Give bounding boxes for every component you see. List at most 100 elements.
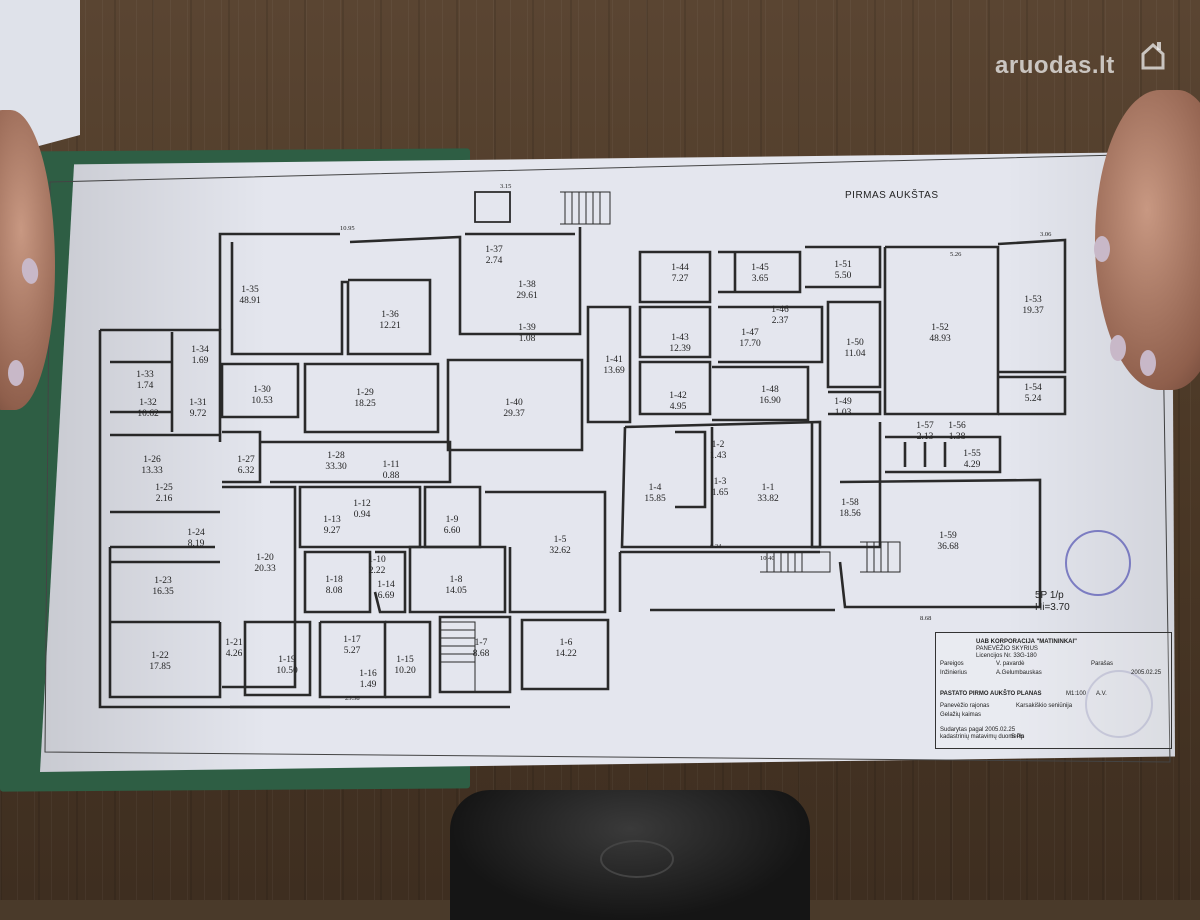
- svg-text:3.15: 3.15: [500, 183, 511, 190]
- room-area-label: 33.30: [325, 462, 347, 472]
- room-area-label: 1.49: [360, 680, 377, 690]
- room-id-label: 1-17: [343, 635, 361, 645]
- date-value: 2005.02.25: [1131, 670, 1162, 676]
- room-id-label: 1-36: [381, 310, 399, 320]
- room-area-label: 29.37: [503, 409, 525, 419]
- room-id-label: 1-54: [1024, 383, 1042, 393]
- room-id-label: 1-52: [931, 323, 949, 333]
- col-name: V. pavardė: [996, 661, 1025, 667]
- room-area-label: 36.68: [937, 542, 959, 552]
- room-id-label: 1-50: [846, 338, 864, 348]
- left-fingernail: [8, 360, 24, 386]
- room-area-label: 12.21: [379, 321, 401, 331]
- room-area-label: 14.05: [445, 586, 467, 596]
- room-area-label: 15.85: [644, 494, 666, 504]
- room-id-label: 1-19: [278, 655, 296, 665]
- company-license: Licencijos Nr. 33G-180: [976, 653, 1037, 659]
- svg-text:25.38: 25.38: [345, 695, 360, 702]
- room-area-label: 2.37: [772, 316, 789, 326]
- village: Gelažių kaimas: [940, 712, 982, 718]
- room-id-label: 1-20: [256, 553, 274, 563]
- scale-note: 5P 1/p Hi=3.70: [1035, 590, 1070, 614]
- room-id-label: 1-44: [671, 263, 689, 273]
- room-id-label: 1-30: [253, 385, 271, 395]
- room-area-label: 9.27: [324, 526, 341, 536]
- plan-title-block: PASTATO PIRMO AUKŠTO PLANAS: [940, 691, 1042, 697]
- room-area-label: 1.43: [710, 451, 727, 461]
- room-area-label: 2.16: [156, 494, 173, 504]
- compiled: Sudarytas pagal 2005.02.25: [940, 727, 1016, 733]
- room-id-label: 1-18: [325, 575, 343, 585]
- floor-plan-drawing: 1-3548.911-3612.211-372.741-3829.611-391…: [44, 153, 1171, 763]
- room-id-label: 1-25: [155, 483, 173, 493]
- room-id-label: 1-2: [712, 440, 725, 450]
- room-id-label: 1-11: [382, 460, 399, 470]
- room-id-label: 1-48: [761, 385, 779, 395]
- room-area-label: 8.68: [473, 649, 490, 659]
- room-id-label: 1-56: [948, 421, 966, 431]
- room-area-label: 5.50: [835, 271, 852, 281]
- room-id-label: 1-53: [1024, 295, 1042, 305]
- title-block: UAB KORPORACIJA "MATININKAI" PANEVĖŽIO S…: [935, 632, 1172, 749]
- room-area-label: 2.74: [486, 256, 503, 266]
- room-id-label: 1-34: [191, 345, 209, 355]
- room-id-label: 1-47: [741, 328, 759, 338]
- room-area-label: 10.50: [276, 666, 298, 676]
- room-area-label: 18.56: [839, 509, 861, 519]
- svg-text:10.95: 10.95: [340, 225, 355, 232]
- svg-text:5.26: 5.26: [950, 251, 962, 258]
- room-area-label: 48.93: [929, 334, 951, 344]
- room-area-label: 13.69: [603, 366, 625, 376]
- company-branch: PANEVĖŽIO SKYRIUS: [976, 646, 1038, 652]
- room-id-label: 1-31: [189, 398, 207, 408]
- room-area-label: 48.91: [239, 296, 261, 306]
- room-id-label: 1-28: [327, 451, 345, 461]
- paper-shading: [40, 152, 1175, 772]
- col-role: Pareigos: [940, 661, 964, 667]
- room-area-label: 29.61: [516, 291, 538, 301]
- room-id-label: 1-27: [237, 455, 255, 465]
- room-id-label: 1-13: [323, 515, 341, 525]
- room-area-label: 1.03: [835, 408, 852, 418]
- page-marker: S Pp: [1011, 734, 1025, 740]
- room-id-label: 1-8: [450, 575, 463, 585]
- room-area-label: 13.33: [141, 466, 163, 476]
- room-area-label: 10.20: [394, 666, 416, 676]
- room-area-label: 4.26: [226, 649, 243, 659]
- room-id-label: 1-42: [669, 391, 687, 401]
- room-id-label: 1-29: [356, 388, 374, 398]
- right-fingernail: [1094, 236, 1110, 262]
- room-area-label: 14.22: [555, 649, 577, 659]
- scale-note-line1: 5P 1/p: [1035, 590, 1064, 601]
- dimension-labels: 10.953.15 3.065.26 25.388.68 10.406.24: [340, 183, 1052, 702]
- col-sign: Parašas: [1091, 661, 1114, 667]
- room-area-label: 12.39: [669, 344, 691, 354]
- svg-text:6.24: 6.24: [710, 543, 722, 550]
- room-id-label: 1-5: [554, 535, 567, 545]
- house-icon: [1141, 42, 1165, 70]
- faded-stamp-seal: [1085, 670, 1153, 738]
- room-area-label: 16.90: [759, 396, 781, 406]
- plan-title: PIRMAS AUKŠTAS: [845, 190, 939, 201]
- room-id-label: 1-22: [151, 651, 169, 661]
- right-fingernail: [1140, 350, 1156, 376]
- role-value: Inžinierius: [940, 670, 968, 676]
- room-id-label: 1-37: [485, 245, 503, 255]
- room-id-label: 1-57: [916, 421, 934, 431]
- room-id-label: 1-40: [505, 398, 523, 408]
- room-id-label: 1-45: [751, 263, 769, 273]
- blue-stamp-seal: [1065, 530, 1131, 596]
- area: Karsakiškio seniūnija: [1016, 703, 1073, 709]
- district: Panevėžio rajonas: [940, 703, 990, 709]
- room-area-label: 5.27: [344, 646, 361, 656]
- room-area-label: 16.35: [152, 587, 174, 597]
- room-id-label: 1-43: [671, 333, 689, 343]
- room-area-label: 1.74: [137, 381, 154, 391]
- room-area-label: 6.60: [444, 526, 461, 536]
- room-area-label: 11.04: [844, 349, 865, 359]
- room-area-label: 1.65: [712, 488, 729, 498]
- room-area-label: 20.33: [254, 564, 276, 574]
- room-area-label: 17.70: [739, 339, 761, 349]
- room-id-label: 1-1: [762, 483, 775, 493]
- wallet-emblem: [600, 840, 674, 878]
